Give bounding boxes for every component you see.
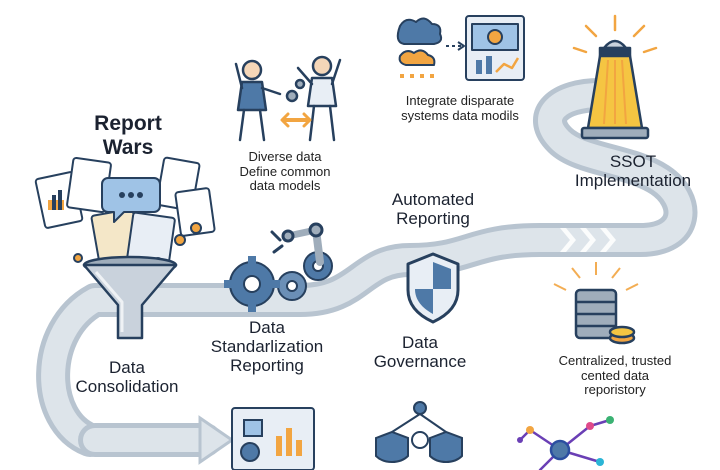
label-report-wars-line-2: Wars <box>102 135 154 159</box>
label-governance-line-2: Governance <box>373 352 467 372</box>
label-diverse-data-line-3: data models <box>249 178 321 194</box>
label-diverse-data-line-1: Diverse data <box>248 149 322 164</box>
label-automated-line-1: Automated <box>391 190 475 209</box>
network-shield-icon <box>375 401 463 463</box>
label-ssot-line-2: Implementation <box>574 171 692 191</box>
label-ssot: SSOT Implementation <box>568 152 698 190</box>
label-governance: Data Governance <box>370 333 470 371</box>
label-standardization: Data Standarlization Reporting <box>200 318 334 375</box>
chevron-markers <box>560 228 616 252</box>
label-automated-reporting: Automated Reporting <box>378 190 488 228</box>
label-consolidation-line-2: Consolidation <box>75 377 179 397</box>
robot-arm-icon <box>270 222 324 266</box>
funnel-icon <box>82 255 178 340</box>
label-report-wars: Report Wars <box>78 112 178 159</box>
database-icon <box>553 262 639 345</box>
flow-arrow-head <box>198 415 235 465</box>
neural-network-icon <box>517 416 614 470</box>
label-report-wars-line-1: Report <box>94 112 162 135</box>
label-repository-line-1: Centralized, trusted <box>558 353 672 368</box>
people-arguing-icon <box>234 55 342 142</box>
label-integrate-line-2: systems data modils <box>401 107 519 123</box>
label-ssot-line-1: SSOT <box>609 152 657 171</box>
gears-icon <box>224 251 333 312</box>
label-consolidation: Data Consolidation <box>62 358 192 396</box>
dashboard-icon <box>231 407 315 470</box>
label-repository-line-2: cented data <box>581 367 649 383</box>
documents-icon <box>34 156 216 267</box>
label-standardization-line-3: Reporting <box>230 356 304 376</box>
label-automated-line-2: Reporting <box>396 209 470 229</box>
label-consolidation-line-1: Data <box>109 358 145 377</box>
label-repository: Centralized, trusted cented data reporis… <box>540 353 690 398</box>
label-repository-line-3: reporistory <box>584 382 646 398</box>
data-integration-icon <box>396 15 525 81</box>
shield-icon <box>406 252 460 324</box>
label-governance-line-1: Data <box>402 333 438 352</box>
label-diverse-data-line-2: Define common <box>239 163 331 179</box>
label-standardization-line-1: Data <box>249 318 285 337</box>
label-integrate-line-1: Integrate disparate <box>405 93 515 108</box>
beacon-light-icon <box>572 14 658 140</box>
flow-path <box>36 78 698 457</box>
label-diverse-data: Diverse data Define common data models <box>225 149 345 194</box>
label-standardization-line-2: Standarlization <box>210 337 324 357</box>
label-integrate: Integrate disparate systems data modils <box>385 93 535 123</box>
